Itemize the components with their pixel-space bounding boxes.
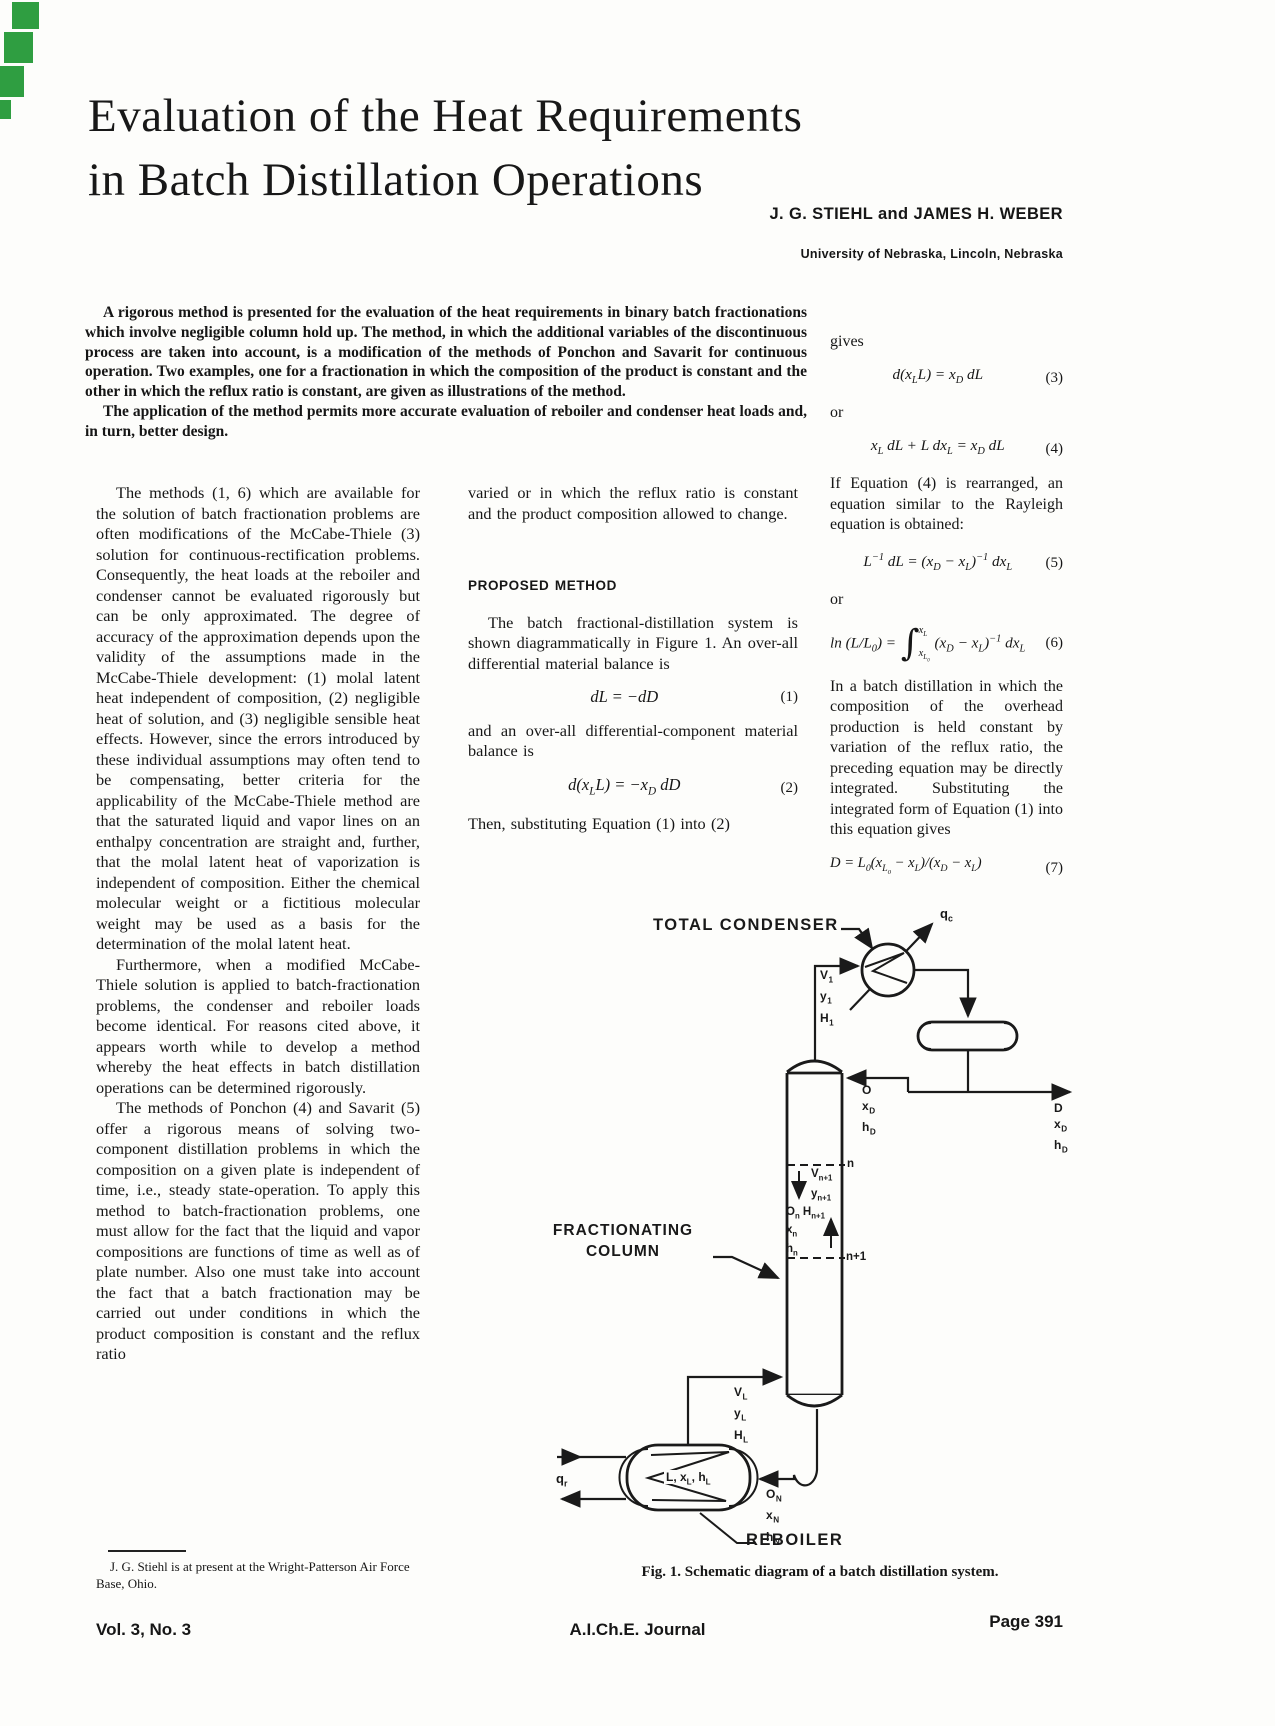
equation-2: d(xLL) = −xD dD (2) bbox=[468, 775, 798, 802]
connector-word: or bbox=[830, 591, 844, 609]
body-paragraph: If Equation (4) is rearranged, an equati… bbox=[830, 475, 1063, 534]
reboiler-label: REBOILER bbox=[746, 1531, 844, 1549]
qc-label: qc bbox=[940, 906, 953, 924]
equation-number: (6) bbox=[1045, 635, 1064, 652]
equation-body: xL dL + L dxL = xD dL bbox=[870, 436, 1005, 457]
abstract: A rigorous method is presented for the e… bbox=[85, 303, 807, 442]
condensate-line bbox=[914, 968, 977, 1019]
condenser-circle bbox=[860, 942, 916, 998]
connector-word: or bbox=[830, 404, 844, 422]
body-paragraph: Furthermore, when a modified McCabe-Thie… bbox=[96, 954, 420, 1097]
equation-number: (3) bbox=[1045, 369, 1064, 386]
equation-number: (4) bbox=[1045, 440, 1064, 457]
reboiler-contents-label: L, xL, hL bbox=[664, 1470, 713, 1486]
left-column: The methods (1, 6) which are available f… bbox=[96, 483, 420, 1365]
scan-artifact bbox=[0, 66, 24, 97]
body-paragraph: Then, substituting Equation (1) into (2) bbox=[468, 814, 730, 834]
reflux-line bbox=[845, 1069, 910, 1092]
equation-body: D = L0(xL0 − xL)/(xD − xL) bbox=[830, 854, 982, 876]
scan-artifact bbox=[4, 32, 33, 63]
reboiler-end-caps bbox=[618, 1448, 759, 1507]
authors: J. G. STIEHL and JAMES H. WEBER bbox=[769, 205, 1063, 223]
column-shell bbox=[785, 1071, 844, 1397]
body-paragraph: The batch fractional-distillation system… bbox=[468, 612, 798, 673]
accumulator-drum bbox=[916, 1020, 1019, 1052]
abstract-paragraph-1: A rigorous method is presented for the e… bbox=[85, 304, 807, 401]
page-title: Evaluation of the Heat Requirements in B… bbox=[88, 84, 802, 212]
boilup-line bbox=[686, 1368, 784, 1444]
abstract-paragraph-2: The application of the method permits mo… bbox=[85, 402, 807, 440]
title-line-1: Evaluation of the Heat Requirements bbox=[88, 90, 803, 142]
figure-caption: Fig. 1. Schematic diagram of a batch dis… bbox=[641, 1564, 999, 1580]
equation-body: L−1 dL = (xD − xL)−1 dxL bbox=[863, 551, 1013, 573]
column-leader-line bbox=[713, 1255, 781, 1280]
right-column: gives d(xLL) = xD dL (3) or xL dL + L dx… bbox=[830, 332, 1063, 895]
body-paragraph: The methods of Ponchon (4) and Savarit (… bbox=[96, 1098, 420, 1363]
scan-artifact bbox=[12, 2, 39, 29]
plate-n1-label: n+1 bbox=[846, 1251, 867, 1263]
condenser-leader-line bbox=[841, 927, 874, 950]
reboiler-contents-text: L, xL, hL bbox=[664, 1470, 713, 1487]
body-paragraph: In a batch distillation in which the com… bbox=[830, 677, 1063, 839]
equation-body: dL = −dD bbox=[590, 687, 659, 706]
total-condenser-label: TOTAL CONDENSER bbox=[653, 916, 839, 934]
middle-column: varied or in which the reflux ratio is c… bbox=[468, 483, 798, 835]
reboiler-coil bbox=[644, 1451, 730, 1502]
equation-7: D = L0(xL0 − xL)/(xD − xL) (7) bbox=[830, 853, 1063, 883]
footnote-rule bbox=[108, 1550, 186, 1552]
author-footnote: J. G. Stiehl is at present at the Wright… bbox=[96, 1550, 426, 1592]
equation-1: dL = −dD (1) bbox=[468, 687, 798, 708]
accumulator-end-caps bbox=[917, 1022, 1018, 1050]
footer-journal-name: A.I.Ch.E. Journal bbox=[569, 1620, 706, 1639]
footer-volume: Vol. 3, No. 3 bbox=[96, 1620, 192, 1639]
scan-artifact bbox=[0, 100, 11, 119]
equation-number: (2) bbox=[780, 779, 799, 796]
affiliation: University of Nebraska, Lincoln, Nebrask… bbox=[800, 247, 1063, 261]
plate-n-label: n bbox=[847, 1158, 855, 1170]
reboiler-leader-line bbox=[699, 1512, 755, 1544]
qr-label: qr bbox=[556, 1471, 568, 1489]
equation-4: xL dL + L dxL = xD dL (4) bbox=[830, 436, 1063, 463]
equation-number: (7) bbox=[1045, 859, 1064, 876]
footer-page-number: Page 391 bbox=[989, 1612, 1063, 1631]
equation-body: d(xLL) = xD dL bbox=[892, 365, 984, 386]
equation-number: (1) bbox=[780, 689, 799, 705]
equation-5: L−1 dL = (xD − xL)−1 dxL (5) bbox=[830, 548, 1063, 579]
column-bottom-cap bbox=[786, 1393, 843, 1408]
column-dome bbox=[786, 1059, 843, 1074]
footnote-text: J. G. Stiehl is at present at the Wright… bbox=[96, 1559, 410, 1591]
body-paragraph: varied or in which the reflux ratio is c… bbox=[468, 483, 798, 523]
connector-word: gives bbox=[830, 333, 864, 350]
bottoms-line bbox=[757, 1409, 819, 1488]
title-line-2: in Batch Distillation Operations bbox=[88, 154, 704, 206]
equation-number: (5) bbox=[1045, 554, 1064, 571]
condenser-coil bbox=[864, 952, 908, 984]
body-paragraph: The methods (1, 6) which are available f… bbox=[96, 483, 420, 953]
overhead-vapor-line bbox=[813, 957, 861, 1063]
section-heading: PROPOSED METHOD bbox=[468, 578, 617, 593]
body-paragraph: and an over-all differential-component m… bbox=[468, 720, 798, 761]
equation-3: d(xLL) = xD dL (3) bbox=[830, 365, 1063, 392]
equation-body: d(xLL) = −xD dD bbox=[568, 774, 681, 797]
